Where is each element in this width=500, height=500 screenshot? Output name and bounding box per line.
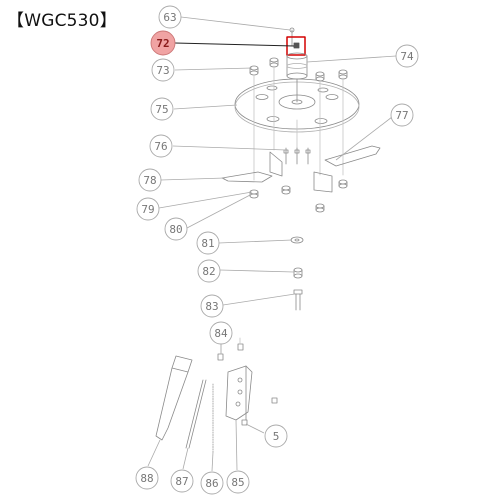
callout-72: 72 <box>150 30 176 56</box>
svg-text:81: 81 <box>201 237 214 250</box>
callout-88: 88 <box>135 466 159 490</box>
washer-part <box>290 236 304 244</box>
callout-75: 75 <box>150 97 174 121</box>
height-bracket-part <box>225 365 253 421</box>
callout-77: 77 <box>390 103 414 127</box>
svg-text:82: 82 <box>202 265 215 278</box>
svg-text:78: 78 <box>143 174 156 187</box>
callout-5: 5 <box>264 424 288 448</box>
bolt-part <box>249 57 348 82</box>
mount-plate-part <box>155 355 193 441</box>
callout-80: 80 <box>164 217 188 241</box>
callout-74: 74 <box>395 44 419 68</box>
callout-86: 86 <box>200 471 224 495</box>
spacer-part <box>293 267 303 279</box>
callout-87: 87 <box>170 469 194 493</box>
long-bolt-part <box>293 289 303 311</box>
diagram-title: 【WGC530】 <box>7 11 117 31</box>
callout-85: 85 <box>226 470 250 494</box>
blade-bracket-part <box>269 151 333 193</box>
callout-82: 82 <box>197 259 221 283</box>
callout-79: 79 <box>136 197 160 221</box>
rod-part <box>185 379 207 449</box>
callout-63: 63 <box>158 5 182 29</box>
svg-text:76: 76 <box>154 140 167 153</box>
svg-text:74: 74 <box>400 50 414 63</box>
key-part <box>293 42 300 49</box>
svg-text:84: 84 <box>214 327 228 340</box>
svg-text:63: 63 <box>163 11 176 24</box>
svg-text:77: 77 <box>395 109 408 122</box>
callout-76: 76 <box>149 134 173 158</box>
shaft-adapter-part <box>286 52 308 80</box>
small-nut-part <box>241 397 278 426</box>
svg-text:79: 79 <box>141 203 154 216</box>
callout-83: 83 <box>200 294 224 318</box>
callout-78: 78 <box>138 168 162 192</box>
svg-text:75: 75 <box>155 103 168 116</box>
svg-text:73: 73 <box>156 64 169 77</box>
callout-73: 73 <box>151 58 175 82</box>
svg-text:87: 87 <box>175 475 188 488</box>
svg-text:88: 88 <box>140 472 153 485</box>
callout-84: 84 <box>209 321 233 345</box>
svg-text:5: 5 <box>273 430 280 443</box>
svg-text:83: 83 <box>205 300 218 313</box>
nut-part <box>249 179 348 213</box>
blade-part <box>221 145 381 183</box>
small-bolt-part <box>283 147 311 165</box>
svg-text:80: 80 <box>169 223 182 236</box>
svg-text:72: 72 <box>156 37 169 50</box>
svg-text:85: 85 <box>231 476 244 489</box>
svg-text:86: 86 <box>205 477 218 490</box>
callout-81: 81 <box>196 231 220 255</box>
